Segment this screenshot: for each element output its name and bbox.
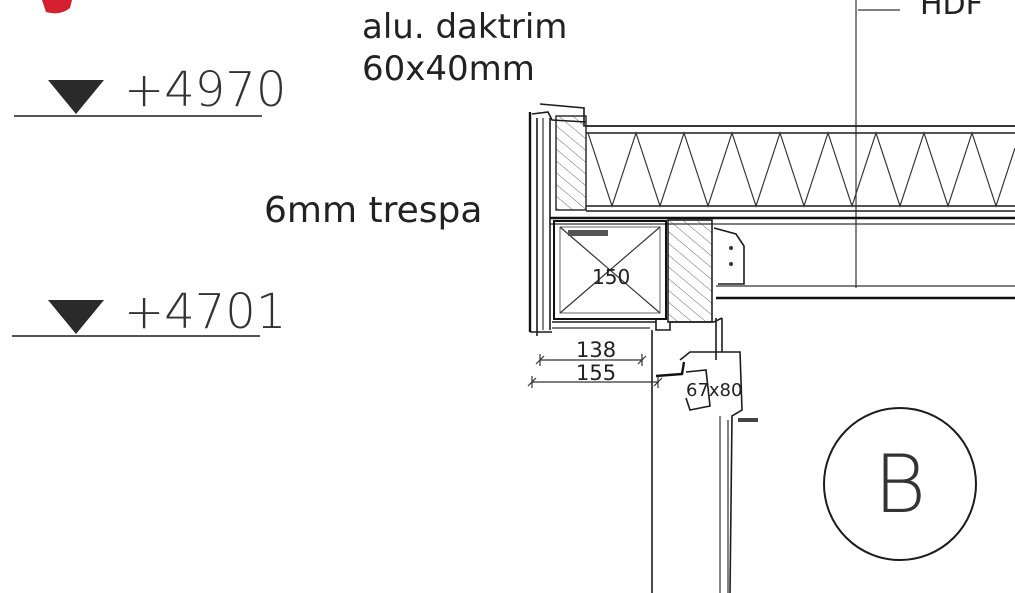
level-upper-label: +4970 — [124, 62, 286, 118]
trim-label-line1: alu. daktrim — [362, 7, 567, 47]
level-marker-lower: +4701 — [12, 284, 286, 340]
svg-text:138: 138 — [576, 338, 616, 362]
level-triangle-icon — [48, 300, 104, 334]
dimension-138: 138 — [535, 338, 647, 366]
beam-small-label — [568, 230, 608, 236]
beam-dim-label: 150 — [592, 265, 630, 289]
alu-trim — [528, 103, 1015, 156]
detail-marker: B — [823, 407, 977, 561]
red-title-fragment — [40, 0, 72, 14]
detail-circle — [823, 407, 977, 561]
cladding-panel — [528, 118, 552, 336]
board-label: HDF — [920, 0, 983, 22]
panel-label: 6mm trespa — [264, 190, 482, 231]
dimension-155: 155 — [527, 361, 663, 388]
insulation-zigzag — [587, 131, 1015, 208]
detail-letter: B — [874, 438, 926, 531]
level-triangle-icon — [48, 80, 104, 114]
frame-size-label: 67x80 — [686, 380, 742, 401]
svg-text:155: 155 — [576, 361, 616, 385]
level-lower-label: +4701 — [124, 284, 286, 340]
beam-section: 150 — [553, 220, 667, 320]
window-frame: 67x80 — [651, 318, 758, 593]
post-timber — [667, 219, 713, 323]
steel-bracket — [713, 227, 745, 285]
trim-label-line2: 60x40mm — [362, 49, 535, 89]
fascia-timber — [555, 115, 587, 211]
level-marker-upper: +4970 — [14, 62, 286, 118]
